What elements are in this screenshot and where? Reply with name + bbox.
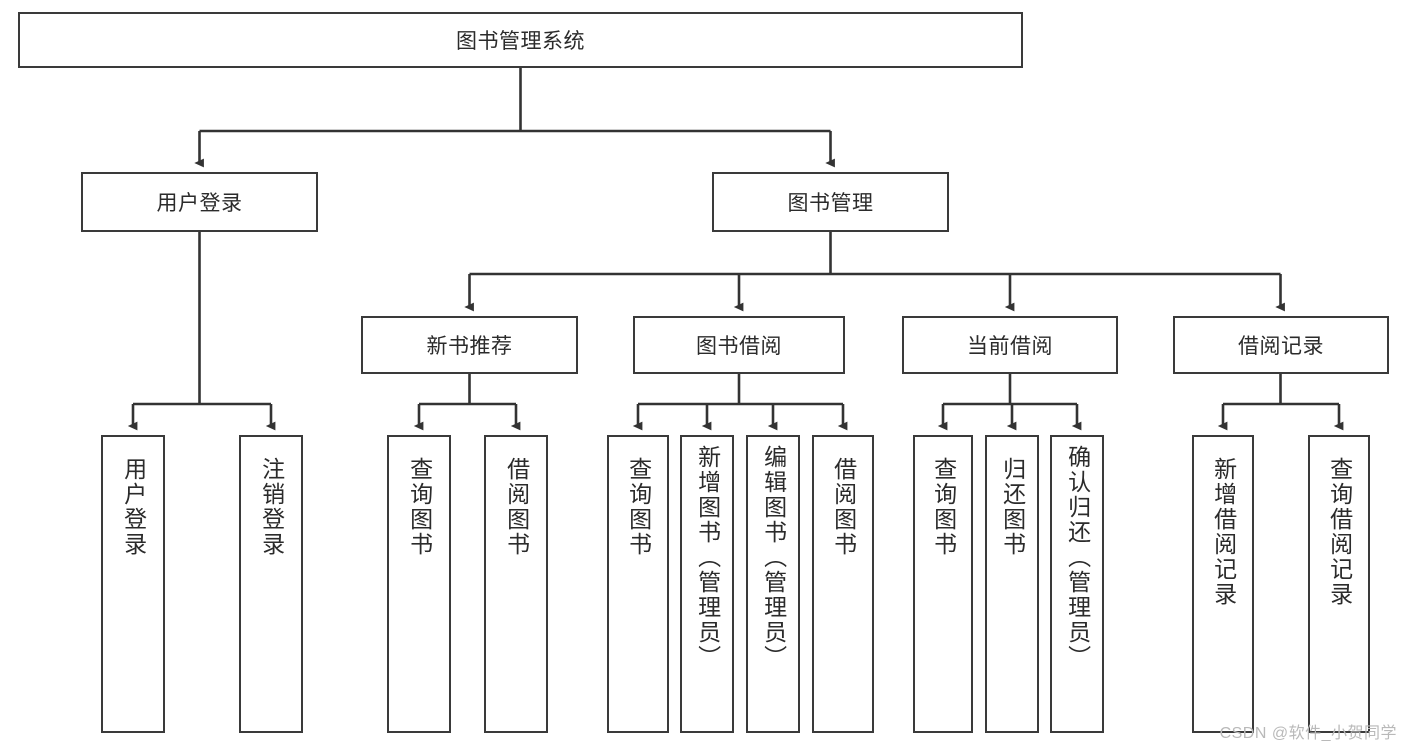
node-new-book-recommend-label: 新书推荐	[426, 335, 513, 358]
leaf-add-borrow-record[interactable]: 新增借阅记录	[1192, 435, 1254, 733]
node-book-borrow-label: 图书借阅	[696, 335, 782, 358]
leaf-query-book-borrow-label: 查询图书	[625, 457, 652, 557]
node-user-login-label: 用户登录	[156, 192, 243, 215]
node-root[interactable]: 图书管理系统	[18, 12, 1023, 68]
node-user-login[interactable]: 用户登录	[81, 172, 318, 232]
leaf-add-borrow-record-label: 新增借阅记录	[1210, 457, 1237, 607]
leaf-query-book-current-label: 查询图书	[930, 457, 957, 557]
leaf-return-book[interactable]: 归还图书	[985, 435, 1039, 733]
leaf-edit-book-admin-label: 编辑图书（管理员）	[760, 445, 787, 670]
leaf-borrow-book-recommend-label: 借阅图书	[503, 457, 530, 557]
leaf-query-book-borrow[interactable]: 查询图书	[607, 435, 669, 733]
node-root-label: 图书管理系统	[456, 30, 585, 53]
leaf-confirm-return-admin[interactable]: 确认归还（管理员）	[1050, 435, 1104, 733]
leaf-query-book-current[interactable]: 查询图书	[913, 435, 973, 733]
leaf-user-login[interactable]: 用户登录	[101, 435, 165, 733]
leaf-edit-book-admin[interactable]: 编辑图书（管理员）	[746, 435, 800, 733]
leaf-add-book-admin[interactable]: 新增图书（管理员）	[680, 435, 734, 733]
node-book-borrow[interactable]: 图书借阅	[633, 316, 845, 374]
node-new-book-recommend[interactable]: 新书推荐	[361, 316, 578, 374]
leaf-borrow-book-label: 借阅图书	[830, 457, 857, 557]
node-borrow-record[interactable]: 借阅记录	[1173, 316, 1389, 374]
watermark: CSDN @软件_小贺同学	[1219, 725, 1397, 742]
node-book-management[interactable]: 图书管理	[712, 172, 949, 232]
leaf-logout[interactable]: 注销登录	[239, 435, 303, 733]
leaf-query-borrow-record-label: 查询借阅记录	[1326, 457, 1353, 607]
leaf-add-book-admin-label: 新增图书（管理员）	[694, 445, 721, 670]
leaf-return-book-label: 归还图书	[999, 457, 1026, 557]
node-current-borrow[interactable]: 当前借阅	[902, 316, 1118, 374]
leaf-query-borrow-record[interactable]: 查询借阅记录	[1308, 435, 1370, 733]
leaf-query-book-recommend[interactable]: 查询图书	[387, 435, 451, 733]
leaf-borrow-book-recommend[interactable]: 借阅图书	[484, 435, 548, 733]
leaf-borrow-book[interactable]: 借阅图书	[812, 435, 874, 733]
leaf-query-book-recommend-label: 查询图书	[406, 457, 433, 557]
leaf-confirm-return-admin-label: 确认归还（管理员）	[1064, 445, 1091, 670]
node-borrow-record-label: 借阅记录	[1238, 335, 1324, 358]
leaf-logout-label: 注销登录	[258, 457, 285, 557]
node-current-borrow-label: 当前借阅	[967, 335, 1053, 358]
node-book-management-label: 图书管理	[787, 192, 874, 215]
leaf-user-login-label: 用户登录	[120, 457, 147, 557]
